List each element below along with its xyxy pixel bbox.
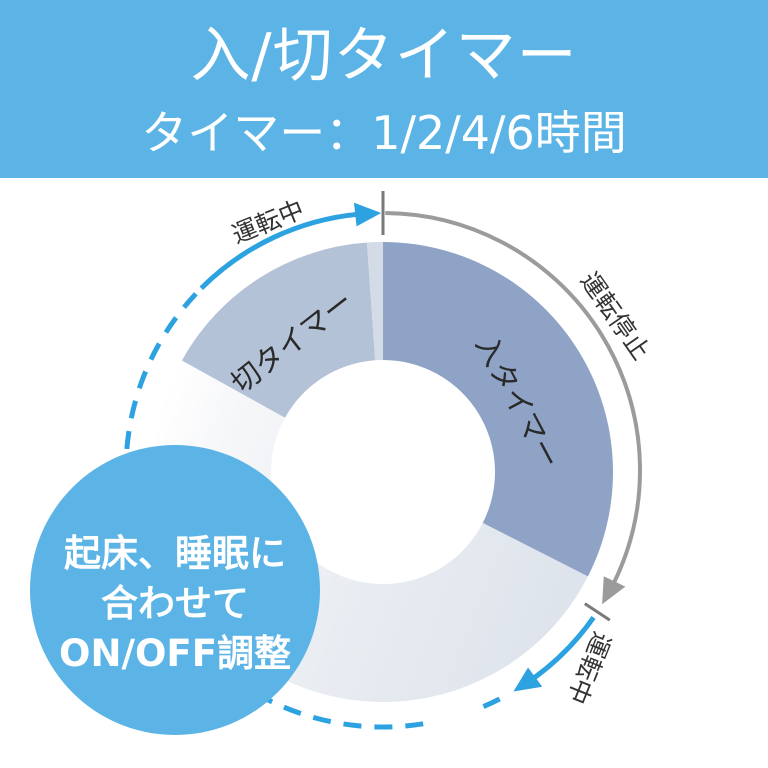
running-arc-bottom <box>532 615 596 680</box>
callout-bubble: 起床、睡眠に 合わせて ON/OFF調整 <box>30 445 320 735</box>
running-arrowhead-bottom-icon <box>513 667 543 692</box>
running-label-bottom: 運転中 <box>562 628 617 708</box>
banner-title: 入/切タイマー <box>190 21 578 91</box>
stopped-arrowhead-icon <box>602 576 626 605</box>
running-arc-top <box>199 211 359 291</box>
stopped-arc <box>385 211 642 584</box>
banner: 入/切タイマー タイマー：1/2/4/6時間 <box>0 0 768 178</box>
banner-subtitle: タイマー：1/2/4/6時間 <box>141 106 627 160</box>
running-dash-short <box>482 696 501 709</box>
segment-gap <box>366 242 383 361</box>
switch-tick <box>583 602 611 622</box>
off-timer-segment <box>181 242 376 418</box>
on-timer-segment <box>383 242 614 577</box>
running-arrowhead-top-icon <box>353 202 382 227</box>
callout-line-2: 合わせて <box>101 582 249 625</box>
callout-line-3: ON/OFF調整 <box>59 632 291 675</box>
callout-circle <box>30 445 320 735</box>
callout-line-1: 起床、睡眠に <box>64 532 286 575</box>
